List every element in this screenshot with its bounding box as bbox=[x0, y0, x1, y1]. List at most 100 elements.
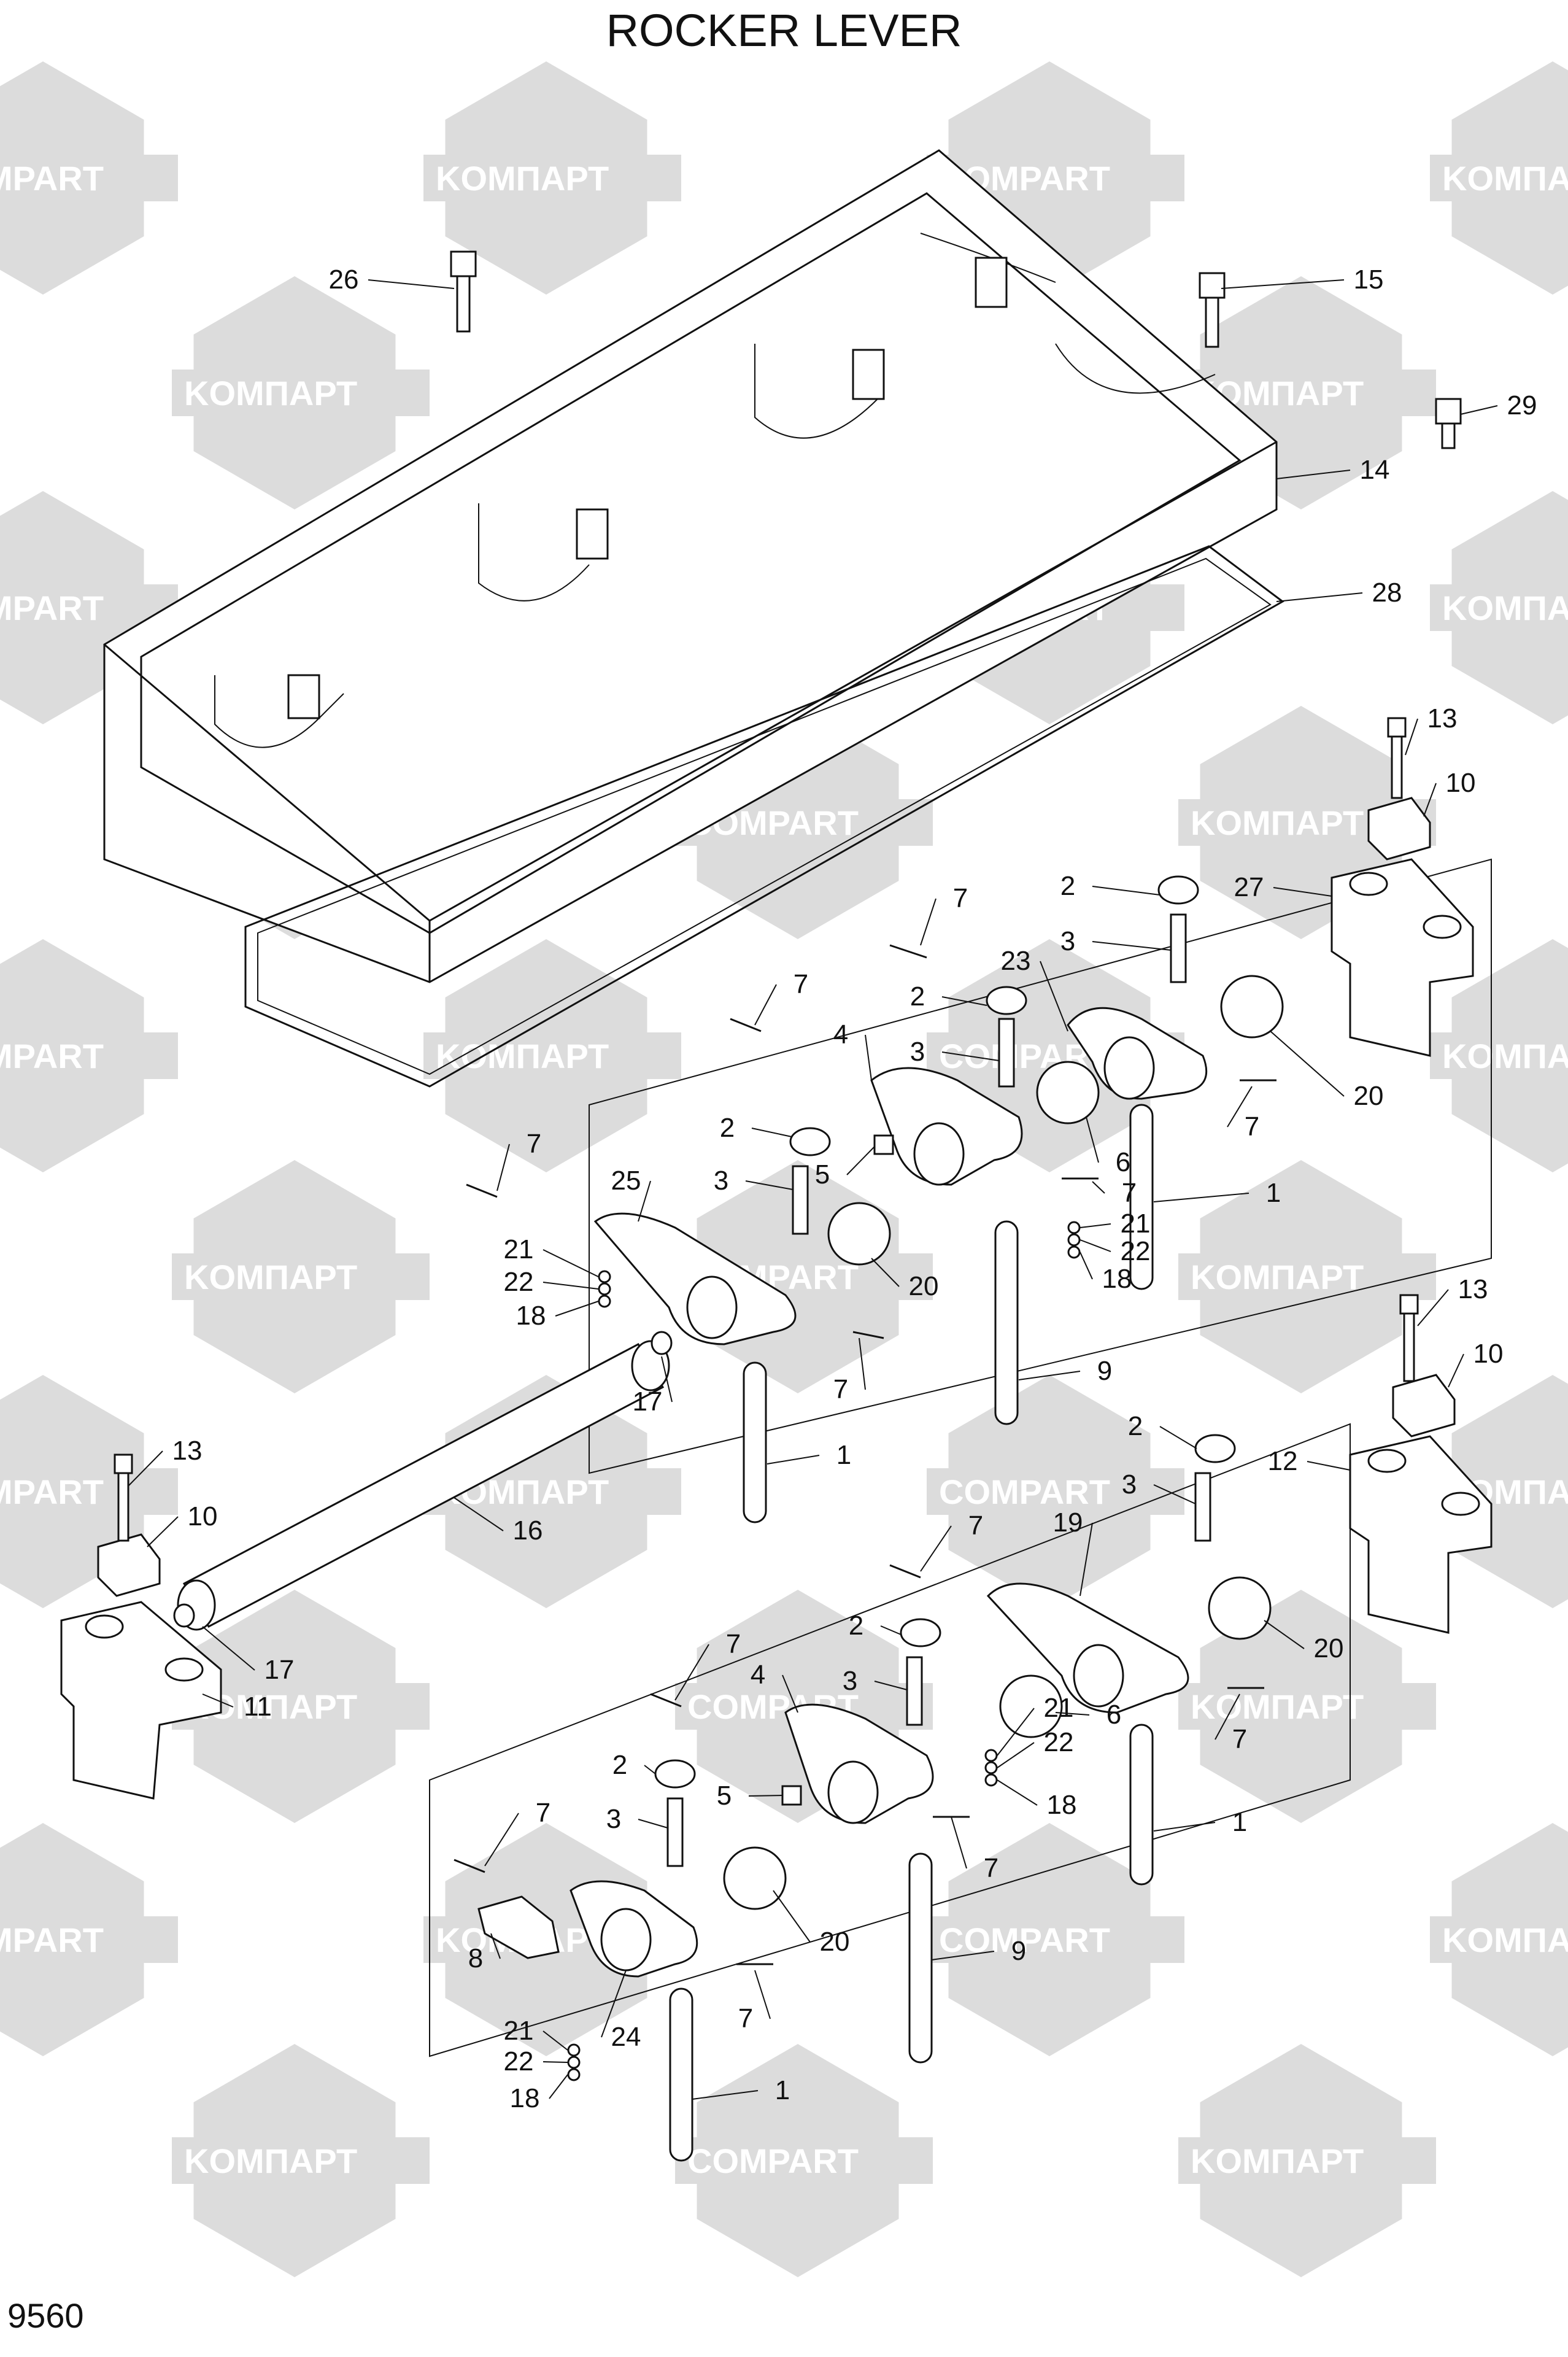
callout-c1a: 1 bbox=[1153, 1178, 1281, 1208]
part-number-label: 2 bbox=[1060, 871, 1075, 901]
part-number-label: 3 bbox=[714, 1166, 728, 1196]
callout-c9b: 9 bbox=[931, 1936, 1026, 1966]
callout-c6b: 6 bbox=[1055, 1700, 1121, 1730]
part-number-label: 7 bbox=[1245, 1112, 1259, 1142]
bushing-20-d bbox=[1208, 1576, 1272, 1640]
part-number-label: 10 bbox=[1446, 768, 1476, 798]
watermark-tile: COMPART bbox=[675, 706, 933, 939]
part-number-label: 20 bbox=[1354, 1081, 1384, 1111]
leader-line bbox=[859, 1337, 866, 1390]
leader-line bbox=[128, 1450, 163, 1486]
rocker-lever-25 bbox=[593, 1212, 797, 1345]
leader-line bbox=[941, 996, 987, 1006]
leader-line bbox=[1040, 961, 1068, 1032]
part-number-label: 6 bbox=[1106, 1700, 1121, 1730]
callout-c3b: 3 bbox=[910, 1037, 1000, 1067]
part-number-label: 1 bbox=[836, 1440, 851, 1470]
part-number-label: 2 bbox=[1128, 1411, 1143, 1441]
callout-c17a: 17 bbox=[633, 1356, 673, 1417]
callout-c7e: 7 bbox=[496, 1129, 541, 1191]
push-rod-9-b bbox=[908, 1852, 933, 2064]
callout-c7b: 7 bbox=[754, 969, 808, 1026]
nut-2-c bbox=[789, 1127, 831, 1156]
bolt-26 bbox=[450, 250, 477, 333]
leader-line bbox=[1079, 1239, 1111, 1252]
shaft-support-12 bbox=[1349, 1435, 1493, 1634]
leader-line bbox=[1264, 1620, 1305, 1649]
pin-7-c bbox=[466, 1183, 498, 1198]
tube-1-b bbox=[743, 1361, 767, 1523]
leader-line bbox=[920, 1525, 952, 1572]
part-number-label: 24 bbox=[611, 2022, 641, 2052]
plug-17-a bbox=[651, 1331, 673, 1355]
callout-c18d: 18 bbox=[510, 2074, 568, 2113]
shaft-support-11 bbox=[60, 1601, 222, 1800]
leader-line bbox=[1055, 1712, 1090, 1716]
washers-21-22-18-b bbox=[1067, 1221, 1081, 1259]
svg-text:KOMПАРТ: KOMПАРТ bbox=[1442, 589, 1568, 627]
svg-text:KOMПАРТ: KOMПАРТ bbox=[1442, 159, 1568, 198]
callout-c20a: 20 bbox=[1270, 1031, 1383, 1111]
part-number-label: 7 bbox=[536, 1798, 550, 1828]
screw-3-b bbox=[998, 1018, 1015, 1088]
screw-3-f bbox=[666, 1797, 684, 1867]
leader-line bbox=[555, 1301, 599, 1317]
svg-text:KOMПАРТ: KOMПАРТ bbox=[184, 2142, 357, 2180]
part-number-label: 18 bbox=[1102, 1264, 1132, 1294]
part-number-label: 3 bbox=[843, 1666, 857, 1696]
svg-text:COMPART: COMPART bbox=[0, 1473, 104, 1511]
lower-assembly-outline bbox=[429, 1423, 1351, 2057]
plug-5-b bbox=[781, 1785, 802, 1806]
cap-10-a bbox=[1367, 797, 1431, 861]
rocker-shaft-16 bbox=[177, 1340, 670, 1631]
watermark-tile: KOMПАРТ bbox=[1430, 1823, 1568, 2056]
part-number-label: 7 bbox=[738, 2003, 753, 2034]
part-number-label: 22 bbox=[1121, 1236, 1151, 1266]
callout-c7i: 7 bbox=[1215, 1693, 1247, 1754]
callout-c9a: 9 bbox=[1018, 1356, 1112, 1386]
cap-10-b bbox=[1392, 1374, 1456, 1438]
leader-line bbox=[601, 1970, 627, 2038]
watermark-tile: KOMПАРТ bbox=[1430, 939, 1568, 1172]
svg-text:COMPART: COMPART bbox=[0, 1037, 104, 1075]
part-number-label: 4 bbox=[833, 1020, 848, 1050]
watermark-tile: COMPART bbox=[0, 1823, 178, 2056]
callout-c4b: 4 bbox=[751, 1660, 798, 1713]
leader-line bbox=[767, 1455, 820, 1465]
part-number-label: 18 bbox=[1047, 1790, 1077, 1820]
leader-line bbox=[1079, 1223, 1111, 1228]
part-number-label: 6 bbox=[1116, 1147, 1130, 1177]
callout-c4a: 4 bbox=[833, 1020, 872, 1081]
part-number-label: 22 bbox=[504, 1267, 534, 1297]
callout-c13b: 13 bbox=[1417, 1274, 1488, 1326]
callout-c7a: 7 bbox=[920, 883, 968, 946]
bushing-20-f bbox=[723, 1846, 787, 1910]
leader-line bbox=[1092, 886, 1161, 896]
callout-c3a: 3 bbox=[1060, 926, 1172, 956]
pin-7-a bbox=[889, 944, 927, 959]
callout-c21b: 21 bbox=[1079, 1209, 1150, 1239]
part-number-label: 10 bbox=[1473, 1339, 1504, 1369]
svg-text:KOMПАРТ: KOMПАРТ bbox=[436, 1037, 609, 1075]
part-number-label: 19 bbox=[1053, 1507, 1083, 1538]
watermark-tile: KOMПАРТ bbox=[1178, 2044, 1436, 2277]
watermark-tile: KOMПАРТ bbox=[172, 276, 430, 509]
leader-line bbox=[1018, 1371, 1081, 1380]
svg-text:COMPART: COMPART bbox=[687, 2142, 859, 2180]
callout-c16: 16 bbox=[454, 1497, 543, 1546]
callout-c7d: 7 bbox=[1092, 1178, 1137, 1208]
watermark-tile: COMPART bbox=[0, 61, 178, 295]
part-number-label: 23 bbox=[1001, 946, 1031, 976]
callout-c10b: 10 bbox=[1448, 1339, 1504, 1388]
part-number-label: 10 bbox=[188, 1501, 218, 1531]
callout-c15: 15 bbox=[1221, 265, 1383, 295]
leader-line bbox=[1215, 1693, 1240, 1740]
callout-c28: 28 bbox=[1276, 578, 1402, 608]
bushing-20-e bbox=[999, 1674, 1063, 1738]
leader-line bbox=[1159, 1426, 1197, 1449]
tube-1-d bbox=[669, 1987, 693, 2162]
svg-text:COMPART: COMPART bbox=[939, 1473, 1110, 1511]
leader-line bbox=[549, 2074, 568, 2099]
leader-line bbox=[1405, 718, 1418, 756]
callout-c21a: 21 bbox=[504, 1234, 599, 1277]
